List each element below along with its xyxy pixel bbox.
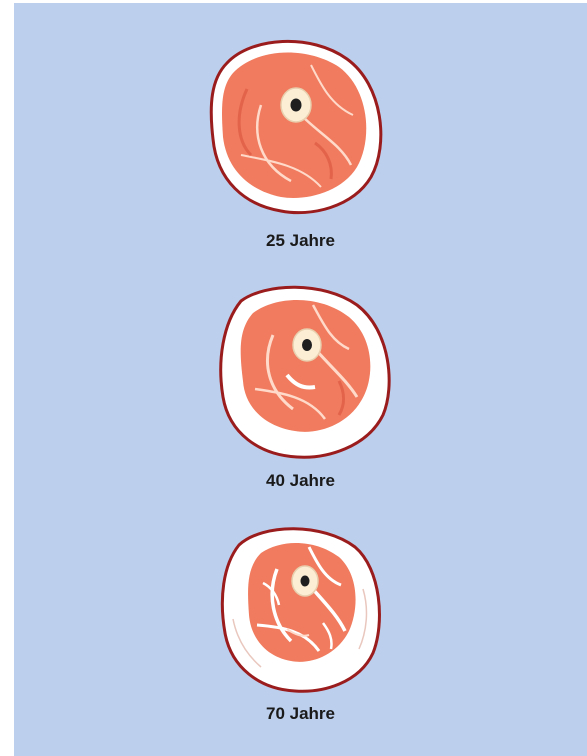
thigh-cross-section-70-illustration xyxy=(14,3,587,703)
figure-panel: 25 Jahre 40 Jahre xyxy=(14,3,587,756)
age-label-70: 70 Jahre xyxy=(14,704,587,724)
